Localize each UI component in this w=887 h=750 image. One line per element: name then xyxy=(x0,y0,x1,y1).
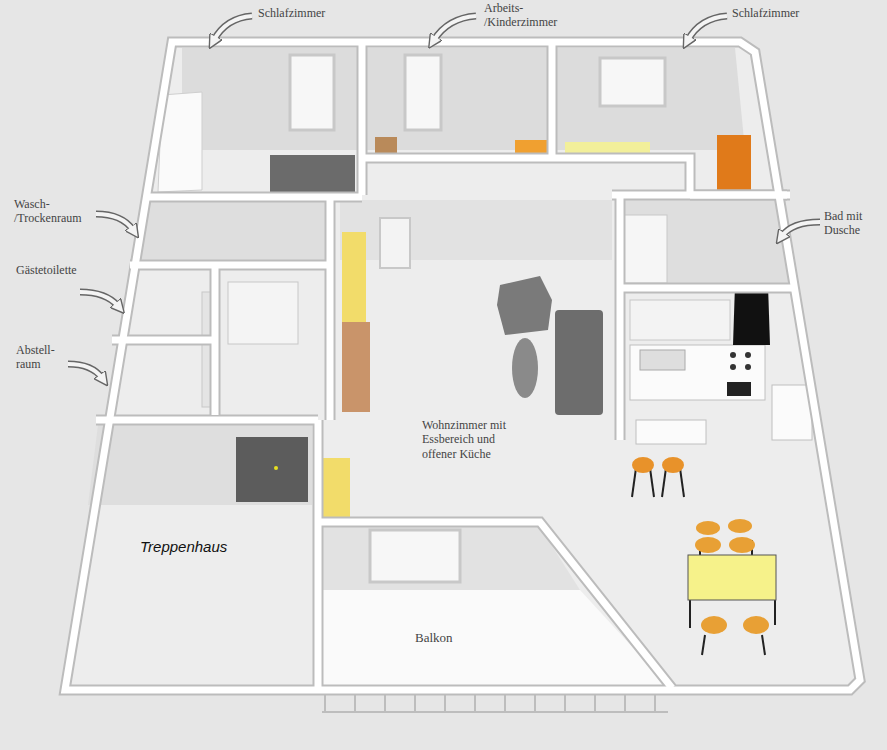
room-name: Treppenhaus xyxy=(140,538,230,556)
range-hood xyxy=(733,285,770,345)
coffee-table xyxy=(512,338,538,398)
chair xyxy=(743,616,769,634)
callout-arrow xyxy=(214,16,252,40)
wall-face xyxy=(322,527,580,590)
bar-counter xyxy=(636,420,706,444)
bookshelf xyxy=(342,322,370,412)
callout-arrow xyxy=(68,364,102,378)
sink xyxy=(640,350,685,370)
callout-arrow xyxy=(68,364,102,378)
window xyxy=(405,55,441,130)
room-callout: Arbeits- /Kinderzimmer xyxy=(484,2,576,30)
door-handle xyxy=(274,466,278,470)
wall-top xyxy=(65,42,860,690)
floor xyxy=(65,42,860,690)
wall-face xyxy=(556,48,745,150)
window xyxy=(370,530,460,582)
bar-stool xyxy=(632,457,654,473)
callout-arrow xyxy=(688,16,727,40)
wall-face xyxy=(88,425,312,505)
wall-cabinet xyxy=(630,300,730,340)
stove xyxy=(745,352,751,358)
stove xyxy=(730,364,736,370)
balcony-floor xyxy=(322,590,668,686)
callout-arrow xyxy=(96,214,133,230)
chair xyxy=(696,521,720,535)
callout-arrow xyxy=(434,16,476,40)
callout-arrows xyxy=(68,16,820,378)
wall-face xyxy=(138,200,330,262)
bookshelf xyxy=(342,232,366,322)
armchair xyxy=(497,276,552,335)
desk xyxy=(375,137,397,155)
callout-arrow xyxy=(214,16,252,40)
wall-outline xyxy=(65,42,860,690)
window xyxy=(600,58,665,106)
stove xyxy=(730,352,736,358)
bed xyxy=(270,155,355,193)
door xyxy=(228,282,298,344)
room-label-box: Balkon xyxy=(413,628,457,648)
room-callout: Bad mit Dusche xyxy=(824,210,880,238)
stove xyxy=(745,364,751,370)
chair xyxy=(729,537,755,553)
room-name: Balkon xyxy=(415,630,455,646)
wall-face xyxy=(182,48,360,150)
callout-arrow xyxy=(688,16,727,40)
oven xyxy=(727,382,751,396)
door xyxy=(622,215,667,283)
room-callout: Schlafzimmer xyxy=(258,7,325,21)
chair xyxy=(728,519,752,533)
callout-arrow xyxy=(782,222,820,236)
dining-table xyxy=(688,555,776,600)
room-label-box: Treppenhaus xyxy=(138,536,232,558)
sofa xyxy=(555,310,603,415)
wall-face xyxy=(366,48,548,150)
chair xyxy=(695,537,721,553)
window xyxy=(290,55,334,130)
room-callout: Gästetoilette xyxy=(16,264,77,278)
callout-arrow xyxy=(80,292,118,306)
entrance-door xyxy=(236,437,308,502)
room-callout: Schlafzimmer xyxy=(732,7,799,21)
bookshelf xyxy=(322,458,350,518)
fridge xyxy=(772,385,812,440)
room-label-box: Wohnzimmer mit Essbereich und offener Kü… xyxy=(420,416,512,463)
room-callout: Abstell- raum xyxy=(16,344,66,372)
bar-stool xyxy=(662,457,684,473)
room-callout: Wasch- /Trockenraum xyxy=(14,198,94,226)
callout-arrow xyxy=(96,214,133,230)
room-name: Wohnzimmer mit Essbereich und offener Kü… xyxy=(422,418,510,461)
dresser xyxy=(717,135,751,195)
callout-arrow xyxy=(434,16,476,40)
chair xyxy=(701,616,727,634)
kitchen-counter xyxy=(630,345,765,400)
callout-arrow xyxy=(782,222,820,236)
wall-face xyxy=(620,200,792,285)
callout-arrow xyxy=(80,292,118,306)
window xyxy=(380,218,410,268)
